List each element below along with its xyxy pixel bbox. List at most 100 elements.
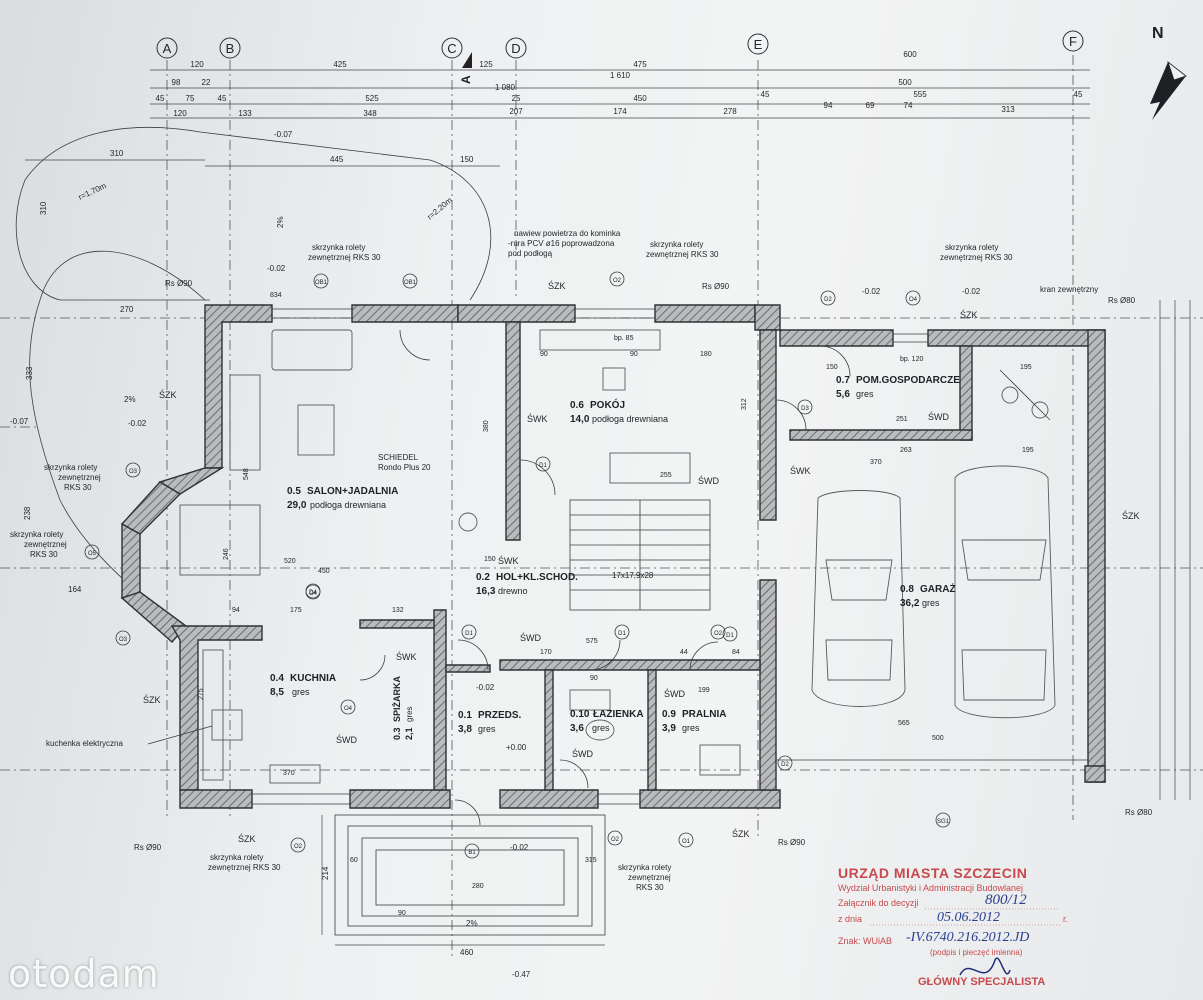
room-pralnia-name: PRALNIA	[682, 709, 726, 720]
level-6: -0.02	[962, 287, 981, 296]
axis-e: E	[747, 33, 769, 840]
ann-szk-1: ŚZK	[548, 280, 566, 291]
terrace-dim-2: 445	[330, 155, 344, 164]
level-3: -0.07	[10, 417, 29, 426]
terrace-dim-5: r=2.20m	[426, 195, 455, 221]
room-hol-no: 0.2	[476, 572, 490, 583]
ann-swd-5: ŚWD	[336, 734, 357, 745]
idim-23: 84	[732, 649, 740, 656]
ann-shutter-mid-2: zewnętrznej RKS 30	[646, 250, 719, 259]
idim-10: 251	[896, 416, 908, 423]
stamp-date-suffix: r.	[1063, 914, 1068, 924]
ann-swd-6: ŚWD	[572, 748, 593, 759]
ann-swk-1: ŚWK	[527, 413, 548, 424]
ann-schiedel: SCHIEDEL	[378, 453, 419, 462]
idim-28: 150	[484, 556, 496, 563]
ann-shutter-bm-2: zewnętrznej	[628, 873, 671, 882]
terrace-dim-4: r=1.70m	[77, 181, 108, 202]
idim-21: 199	[698, 687, 710, 694]
ann-pct-3: 2%	[466, 919, 478, 928]
idim-15: 175	[290, 607, 302, 614]
dim-top-25: 278	[723, 107, 737, 116]
dim-top-26: 94	[824, 101, 833, 110]
idim-29: 255	[660, 472, 672, 479]
level-8: +0.00	[506, 743, 527, 752]
room-salon-name: SALON+JADALNIA	[307, 486, 398, 497]
room-spizarka-name: SPIŻARKA	[392, 675, 402, 722]
axis-d-label: D	[511, 41, 520, 56]
ann-swd-4: ŚWD	[664, 688, 685, 699]
tag-8: O3	[129, 469, 138, 475]
room-spizarka: 0.3 SPIŻARKA 2,1 gres	[392, 675, 414, 740]
ann-szk-4: ŚZK	[238, 833, 256, 844]
ann-tap: kran zewnętrzny	[1040, 285, 1098, 294]
idim-37: 315	[585, 857, 597, 864]
idim-17: 94	[232, 607, 240, 614]
ann-rs80-1: Rs Ø80	[1108, 296, 1136, 305]
annotations: skrzynka rolety zewnętrznej RKS 30 skrzy…	[10, 216, 1153, 928]
ann-szk-5: ŚZK	[732, 828, 750, 839]
tag-22: SG1	[937, 819, 950, 825]
section-mark: A	[459, 52, 473, 84]
idim-1: 834	[270, 292, 282, 299]
room-lazienka-no: 0.10	[570, 709, 590, 720]
room-salon-no: 0.5	[287, 486, 301, 497]
tag-10: O3	[119, 637, 128, 643]
ann-stairs: 17x17,9x28	[612, 571, 654, 580]
car-right	[954, 465, 1056, 719]
idim-26: 500	[932, 735, 944, 742]
kitchen-sink	[269, 764, 321, 784]
dim-top-22: 348	[363, 109, 377, 118]
level-4: -0.02	[128, 419, 147, 428]
room-pralnia-floor: gres	[682, 723, 700, 733]
furniture	[179, 329, 1056, 784]
dim-top-6: 98	[172, 78, 181, 87]
tag-7: D3	[801, 406, 809, 412]
stamp-decision-no: 800/12	[985, 892, 1027, 908]
axis-b-label: B	[226, 41, 235, 56]
dim-top-5: 600	[903, 50, 917, 59]
ann-pct-2: 2%	[124, 395, 136, 404]
desk-chair	[602, 367, 626, 391]
terrace-dim-8: 333	[25, 366, 34, 380]
idim-14: 450	[318, 568, 330, 575]
dim-top-15: 25	[512, 94, 521, 103]
idim-31: 275	[198, 688, 205, 700]
axis-a-label: A	[163, 41, 172, 56]
ann-shutter-right-1: skrzynka rolety	[945, 243, 998, 252]
ann-shutter-left-3: RKS 30	[64, 483, 92, 492]
dim-top-23: 207	[509, 107, 523, 116]
room-salon: 0.5 SALON+JADALNIA 29,0 podłoga drewnian…	[287, 486, 398, 511]
ann-shutter-bm-1: skrzynka rolety	[618, 863, 671, 872]
terrace-dim-9: 238	[23, 506, 32, 520]
car-left	[811, 490, 906, 707]
room-garaz-name: GARAŻ	[920, 582, 956, 595]
level-marks: -0.07 -0.02 -0.07 -0.02 -0.02 -0.02 -0.0…	[10, 130, 981, 979]
ann-swd-1: ŚWD	[928, 411, 949, 422]
interior-dimensions: 834 90 90 180 150 312 370 263 195 251 19…	[198, 292, 1034, 957]
room-hol-area: 16,3	[476, 586, 496, 597]
room-hol-floor: drewno	[498, 586, 528, 596]
level-7: -0.02	[476, 683, 495, 692]
ann-shutter-bl-1: skrzynka rolety	[210, 853, 263, 862]
ann-swd-2: ŚWD	[698, 475, 719, 486]
idim-4: 180	[700, 351, 712, 358]
idim-13: 520	[284, 558, 296, 565]
idim-32: 460	[460, 948, 474, 957]
axis-c: C	[441, 37, 463, 960]
ann-shutter-top-1: skrzynka rolety	[312, 243, 365, 252]
ann-shutter-left-6: RKS 30	[30, 550, 58, 559]
stamp-mark: Znak: WUiAB	[838, 936, 892, 946]
tag-13: D1	[465, 631, 473, 637]
bed-or-sofa	[609, 452, 691, 484]
ann-shutter-bm-3: RKS 30	[636, 883, 664, 892]
sofa-side	[229, 374, 261, 471]
room-pokoj-area: 14,0	[570, 414, 590, 425]
dim-top-16: 450	[633, 94, 647, 103]
tag-14: D2	[781, 762, 789, 768]
dim-top-9: 1 080	[495, 83, 516, 92]
level-1: -0.07	[274, 130, 293, 139]
ann-bp120: bp. 120	[900, 356, 923, 363]
idim-7: 370	[870, 459, 882, 466]
